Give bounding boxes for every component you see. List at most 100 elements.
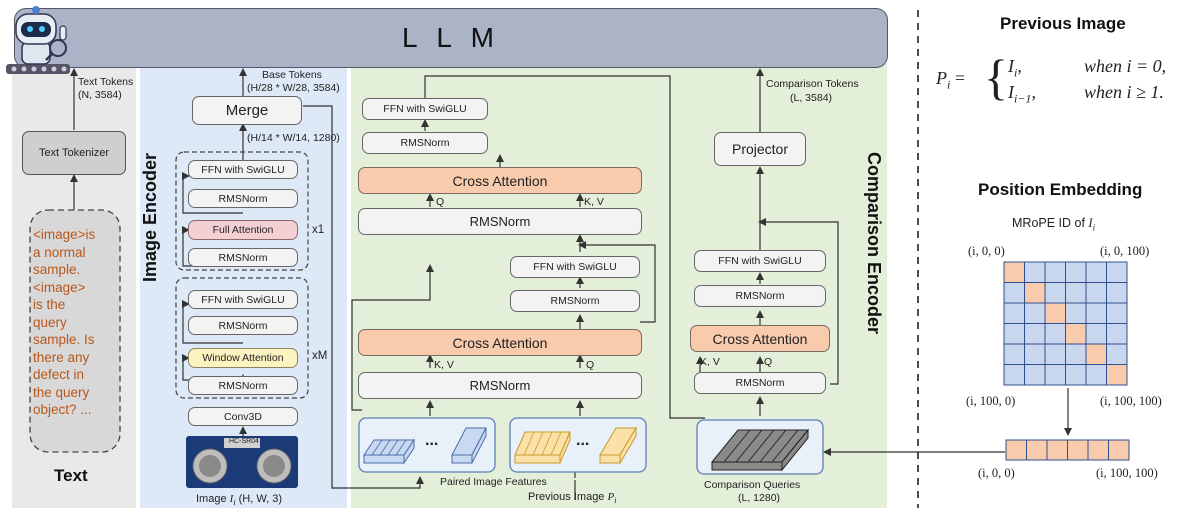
mrope-cell bbox=[1003, 282, 1025, 304]
mrope-cell bbox=[1085, 261, 1107, 283]
mrope-cell bbox=[1065, 364, 1087, 386]
mrope-cell bbox=[1024, 323, 1046, 345]
text-tokenizer-box: Text Tokenizer bbox=[22, 131, 126, 175]
cmp-left-cross-top: Cross Attention bbox=[358, 167, 642, 194]
prompt-line: the query bbox=[33, 384, 90, 400]
cmp-left-norm-top: RMSNorm bbox=[362, 132, 488, 154]
text-tokens-label: Text Tokens bbox=[78, 76, 134, 88]
previous-image-title: Previous Image bbox=[1000, 14, 1126, 33]
mrope-cell bbox=[1024, 282, 1046, 304]
row-right: (i, 100, 100) bbox=[1096, 466, 1158, 480]
input-image-sensor-icon bbox=[186, 436, 298, 488]
mrope-cell bbox=[1024, 364, 1046, 386]
mrope-cell bbox=[1044, 364, 1066, 386]
cmp-left-q-label: Q bbox=[436, 196, 445, 208]
mrope-cell bbox=[1106, 323, 1128, 345]
cmp-right-kv-label: K, V bbox=[700, 356, 720, 368]
mrope-cell bbox=[1106, 302, 1128, 324]
prompt-line: sample. bbox=[33, 262, 81, 277]
window-repeat-label: xM bbox=[312, 350, 328, 362]
mrope-grid bbox=[1003, 261, 1128, 386]
merge-shape: (H/14 * W/14, 1280) bbox=[247, 132, 340, 144]
mrope-cell bbox=[1065, 343, 1087, 365]
prompt-line: is the bbox=[33, 297, 66, 312]
sensor-text: HC-SR04 bbox=[229, 438, 259, 445]
prompt-line: <image> bbox=[33, 279, 86, 295]
mrope-cell bbox=[1085, 364, 1107, 386]
cmp-left-ffn-top: FFN with SwiGLU bbox=[362, 98, 488, 120]
prompt-line: defect in bbox=[33, 367, 85, 382]
previous-image-label: Previous Image Pi bbox=[528, 491, 617, 506]
full-norm1-box: RMSNorm bbox=[188, 189, 298, 208]
prompt-line: <image>is bbox=[33, 227, 96, 242]
paired-features-yellow-icon bbox=[514, 426, 637, 465]
mrope-cell bbox=[1106, 282, 1128, 304]
text-panel-title: Text bbox=[54, 466, 88, 485]
mrope-cell bbox=[1106, 364, 1128, 386]
full-norm2-box: RMSNorm bbox=[188, 248, 298, 267]
mrope-cell bbox=[1106, 343, 1128, 365]
mrope-cell bbox=[1085, 343, 1107, 365]
mrope-row-cell bbox=[1005, 439, 1027, 461]
cmp-left-norm-mid: RMSNorm bbox=[358, 208, 642, 235]
comparison-tokens-label: Comparison Tokens bbox=[766, 78, 859, 90]
position-embedding-title: Position Embedding bbox=[978, 180, 1143, 199]
base-tokens-shape: (H/28 * W/28, 3584) bbox=[247, 82, 340, 94]
cmp-left-ffn-mid: FFN with SwiGLU bbox=[510, 256, 640, 278]
cmp-left-q-label2: Q bbox=[586, 359, 595, 371]
prompt-line: sample. Is bbox=[33, 332, 95, 347]
mrope-cell bbox=[1085, 323, 1107, 345]
mrope-cell bbox=[1024, 302, 1046, 324]
mrope-row-cell bbox=[1026, 439, 1048, 461]
text-tokens-shape: (N, 3584) bbox=[78, 89, 122, 101]
projector-box: Projector bbox=[714, 132, 806, 166]
cmp-right-q-label: Q bbox=[764, 356, 773, 368]
paired-features-blue-icon bbox=[363, 427, 487, 465]
window-attention-box: Window Attention bbox=[188, 348, 298, 368]
image-encoder-title: Image Encoder bbox=[140, 152, 160, 282]
llm-label: L L M bbox=[402, 22, 500, 53]
mrope-cell bbox=[1003, 302, 1025, 324]
prompt-line: there any bbox=[33, 349, 90, 365]
comparison-queries-icon bbox=[710, 428, 810, 472]
cmp-left-kv-label: K, V bbox=[584, 196, 604, 208]
paired-features-label: Paired Image Features bbox=[440, 476, 547, 488]
llm-bar: L L M bbox=[14, 8, 888, 68]
cmp-left-norm-mid2: RMSNorm bbox=[510, 290, 640, 312]
mrope-row-cell bbox=[1087, 439, 1109, 461]
row-left: (i, 0, 0) bbox=[978, 466, 1015, 480]
comparison-encoder-title: Comparison Encoder bbox=[864, 152, 884, 335]
mrope-cell bbox=[1024, 343, 1046, 365]
cmp-right-norm2: RMSNorm bbox=[694, 372, 826, 394]
mrope-cell bbox=[1003, 343, 1025, 365]
prompt-line: a normal bbox=[33, 244, 86, 260]
comparison-tokens-shape: (L, 3584) bbox=[790, 92, 833, 104]
full-ffn-box: FFN with SwiGLU bbox=[188, 160, 298, 179]
prompt-line: object? ... bbox=[33, 402, 92, 417]
cmp-right-cross: Cross Attention bbox=[690, 325, 830, 352]
paired-dots-1: ... bbox=[425, 432, 439, 449]
mrope-cell bbox=[1065, 282, 1087, 304]
robot-mascot-icon bbox=[2, 2, 76, 76]
cmp-left-kv-label2: K, V bbox=[434, 359, 454, 371]
base-tokens-label: Base Tokens bbox=[262, 69, 322, 81]
mrope-cell bbox=[1065, 261, 1087, 283]
input-image-label: Image Ii (H, W, 3) bbox=[196, 493, 282, 508]
full-attention-box: Full Attention bbox=[188, 220, 298, 240]
mrope-row-cell bbox=[1067, 439, 1089, 461]
mrope-cell bbox=[1044, 261, 1066, 283]
mrope-row-cell bbox=[1046, 439, 1068, 461]
mrope-cell bbox=[1085, 282, 1107, 304]
previous-image-formula: Pi = { Ii, when i = 0, Ii−1, when i ≥ 1. bbox=[936, 49, 1167, 106]
window-norm1-box: RMSNorm bbox=[188, 316, 298, 335]
mrope-cell bbox=[1044, 302, 1066, 324]
mrope-cell bbox=[1106, 261, 1128, 283]
conv3d-box: Conv3D bbox=[188, 407, 298, 426]
comparison-queries-label: Comparison Queries bbox=[704, 479, 801, 491]
mrope-cell bbox=[1044, 282, 1066, 304]
paired-dots-2: ... bbox=[576, 432, 590, 449]
mrope-cell bbox=[1065, 323, 1087, 345]
corner-bl: (i, 100, 0) bbox=[966, 394, 1016, 408]
mrope-cell bbox=[1065, 302, 1087, 324]
